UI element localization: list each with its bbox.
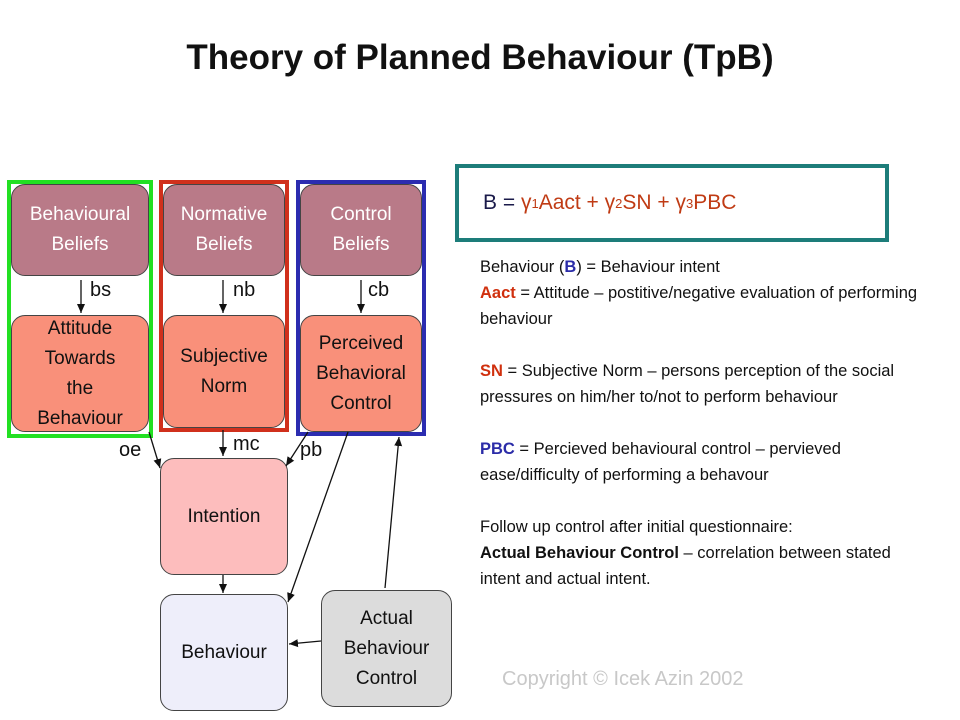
gamma-3: γ <box>675 191 687 214</box>
definition-sn-text: = Subjective Norm – persons perception o… <box>480 362 895 406</box>
perceived-control-node: Perceived Behavioral Control <box>300 315 422 432</box>
actual-control-node: Actual Behaviour Control <box>321 590 452 707</box>
copyright-notice: Copyright © Icek Azin 2002 <box>502 668 744 690</box>
attitude-column-frame <box>7 180 153 438</box>
arrow-actual-pbc <box>384 436 403 589</box>
control-beliefs-node: Control Beliefs <box>300 184 422 276</box>
equation-term-3: PBC <box>693 191 737 214</box>
intention-node: Intention <box>160 458 288 575</box>
attitude-node: Attitude Towards the Behaviour <box>11 315 149 432</box>
gamma-3-subscript: 3 <box>686 195 694 211</box>
definitions-panel: Behaviour (B) = Behaviour intent Aact = … <box>480 254 930 592</box>
definition-sn: SN = Subjective Norm – persons perceptio… <box>480 358 930 410</box>
norm-column-frame <box>159 180 289 432</box>
definition-b-term: B <box>564 258 577 276</box>
arrow-actual-behaviour <box>288 639 322 648</box>
definition-followup-text: Follow up control after initial question… <box>480 518 793 536</box>
definition-abc-text: – correlation between stated intent and … <box>480 544 891 588</box>
gamma-2: γ <box>604 191 616 214</box>
edge-label-mc: mc <box>233 433 260 455</box>
arrow-pb <box>285 431 309 467</box>
gamma-1: γ <box>520 191 532 214</box>
definition-b-prefix: Behaviour ( <box>480 258 565 276</box>
definition-aact-term: Aact <box>480 284 516 302</box>
edge-label-cb: cb <box>368 279 390 301</box>
edge-label-bs: bs <box>90 279 112 301</box>
behavioural-beliefs-node: Behavioural Beliefs <box>11 184 149 276</box>
gamma-2-subscript: 2 <box>615 195 623 211</box>
definition-aact-text: = Attitude – postitive/negative evaluati… <box>480 284 918 328</box>
equation-prefix: B = <box>483 191 516 214</box>
gamma-1-subscript: 1 <box>531 195 539 211</box>
subjective-norm-node: Subjective Norm <box>163 315 285 428</box>
definition-followup: Follow up control after initial question… <box>480 514 930 592</box>
definition-pbc-text: = Percieved behavioural control – pervie… <box>480 440 841 484</box>
definition-pbc: PBC = Percieved behavioural control – pe… <box>480 436 930 488</box>
behaviour-node: Behaviour <box>160 594 288 711</box>
page-title: Theory of Planned Behaviour (TpB) <box>186 38 774 77</box>
definition-abc-term: Actual Behaviour Control <box>480 544 679 562</box>
definition-b: Behaviour (B) = Behaviour intent Aact = … <box>480 254 930 332</box>
arrow-pbc-behaviour <box>287 431 349 603</box>
edge-label-oe: oe <box>119 439 142 461</box>
definition-pbc-term: PBC <box>480 440 515 458</box>
arrow-oe <box>148 431 162 469</box>
definition-sn-term: SN <box>480 362 503 380</box>
edge-label-pb: pb <box>300 439 323 461</box>
equation-term-2: SN + <box>622 191 670 214</box>
control-column-frame <box>296 180 426 436</box>
normative-beliefs-node: Normative Beliefs <box>163 184 285 276</box>
definition-b-text: ) = Behaviour intent <box>576 258 720 276</box>
edge-label-nb: nb <box>233 279 256 301</box>
equation-term-1: Aact + <box>538 191 599 214</box>
